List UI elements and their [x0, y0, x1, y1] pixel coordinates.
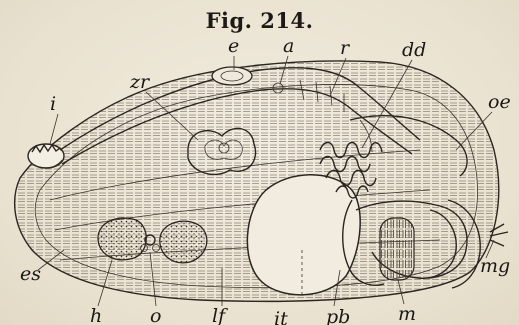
label-a: a — [283, 35, 294, 57]
label-r: r — [340, 37, 351, 59]
label-lf: lf — [212, 305, 228, 325]
label-m: m — [398, 303, 416, 325]
label-es: es — [20, 263, 41, 285]
label-dd: dd — [402, 39, 426, 61]
label-zr: zr — [129, 71, 151, 93]
label-i: i — [50, 93, 56, 115]
label-h: h — [90, 305, 102, 325]
label-pb: pb — [326, 306, 350, 325]
label-it: it — [274, 308, 288, 325]
label-oe: oe — [488, 91, 511, 113]
label-e: e — [228, 35, 239, 57]
label-mg: mg — [480, 255, 510, 277]
label-o: o — [150, 305, 161, 325]
mouth-opening — [28, 144, 64, 168]
